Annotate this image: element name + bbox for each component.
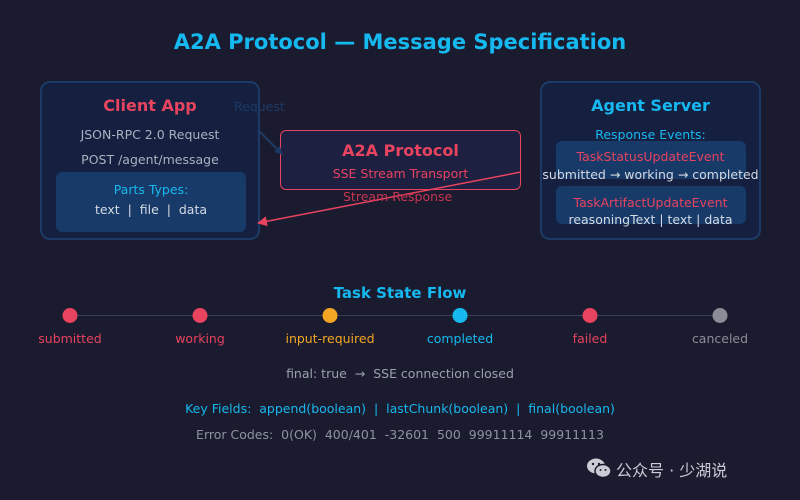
task-state-flow-line (70, 315, 720, 316)
parts-types-panel: Parts Types: text | file | data (56, 172, 246, 232)
state-dot-submitted (62, 308, 78, 323)
state-dot-completed (452, 308, 468, 323)
task-status-event-desc: submitted → working → completed (542, 167, 759, 182)
task-status-event-panel (556, 141, 746, 179)
client-app-title: Client App (103, 96, 197, 115)
state-dot-working (192, 308, 208, 323)
task-artifact-event-panel (556, 186, 746, 224)
client-request-format: JSON-RPC 2.0 Request (80, 127, 220, 142)
final-flag-note: final: true → SSE connection closed (286, 366, 514, 381)
a2a-protocol-transport: SSE Stream Transport (332, 166, 469, 181)
request-edge-label: Request (234, 99, 285, 114)
state-label-input-required: input-required (285, 331, 375, 346)
error-codes-line: Error Codes: 0(OK) 400/401 -32601 500 99… (196, 427, 604, 442)
key-fields-line: Key Fields: append(boolean) | lastChunk(… (185, 401, 615, 416)
response-events-title: Response Events: (595, 127, 706, 142)
parts-types-values: text | file | data (94, 202, 208, 217)
state-label-working: working (175, 331, 225, 346)
parts-types-title: Parts Types: (113, 182, 189, 197)
wechat-icon (587, 458, 612, 479)
task-artifact-event-desc: reasoningText | text | data (568, 212, 733, 227)
request-arrow (257, 129, 283, 155)
a2a-protocol-box: A2A Protocol SSE Stream Transport (280, 130, 521, 190)
state-dot-failed (582, 308, 598, 323)
stream-response-edge-label: Stream Response (343, 189, 453, 204)
client-app-box: Client App JSON-RPC 2.0 Request POST /ag… (40, 81, 260, 240)
stream-response-arrow (257, 171, 522, 227)
task-state-flow-title: Task State Flow (333, 284, 467, 302)
state-label-completed: completed (426, 331, 494, 346)
a2a-protocol-title: A2A Protocol (342, 141, 459, 160)
state-dot-input-required (322, 308, 338, 323)
state-label-canceled: canceled (691, 331, 749, 346)
agent-server-title: Agent Server (591, 96, 710, 115)
state-dot-canceled (712, 308, 728, 323)
agent-server-box: Agent Server Response Events: TaskStatus… (540, 81, 761, 240)
client-endpoint: POST /agent/message (81, 152, 219, 167)
state-label-submitted: submitted (38, 331, 102, 346)
task-artifact-event-name: TaskArtifactUpdateEvent (573, 195, 728, 210)
page-title: A2A Protocol — Message Specification (173, 30, 627, 54)
state-label-failed: failed (572, 331, 608, 346)
watermark-text: 公众号 · 少湖说 (616, 461, 728, 480)
task-status-event-name: TaskStatusUpdateEvent (576, 149, 725, 164)
